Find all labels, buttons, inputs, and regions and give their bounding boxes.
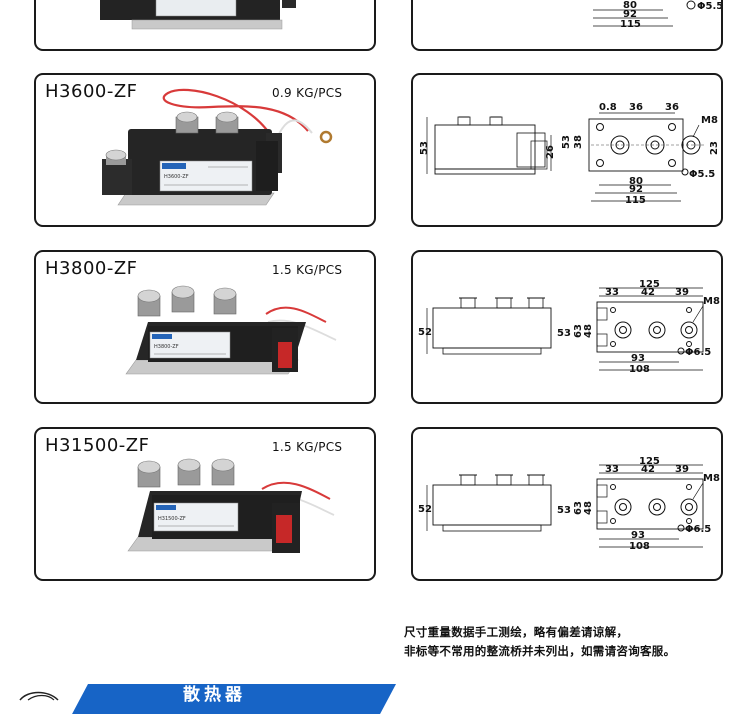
dim-top-115: 115 xyxy=(620,19,641,30)
model-name-h3600: H3600-ZF xyxy=(45,81,138,102)
dim-h31500-left: 52 xyxy=(418,504,432,515)
dim-h3600-top-2: 36 xyxy=(665,102,679,113)
dim-h3800-top-0: 33 xyxy=(605,287,619,298)
dim-h31500-side-1: 63 xyxy=(573,501,584,515)
dim-h3800-bottom-1: 108 xyxy=(629,364,650,375)
dim-h3600-side-c: 38 xyxy=(573,135,584,149)
product-panel-top xyxy=(34,0,376,51)
dim-h31500-top-1: 42 xyxy=(641,464,655,475)
dim-h3800-top-1: 42 xyxy=(641,287,655,298)
product-photo-top xyxy=(100,0,296,30)
drawing-panel-h3800: 52 125 33 42 39 M8 53 63 48 93 108 Φ6.5 xyxy=(411,250,723,404)
dim-h3600-left: 53 xyxy=(419,141,430,155)
dim-top-80: 80 xyxy=(623,0,637,11)
drawing-panel-top: 80 92 115 Φ5.5 xyxy=(411,0,723,51)
product-photo-h3600: H3600-ZF xyxy=(102,88,333,206)
dim-h3800-side-2: 48 xyxy=(583,324,594,338)
photo-label-h3600: H3600-ZF xyxy=(164,174,189,180)
dim-h31500-bottom-0: 93 xyxy=(631,530,645,541)
dimension-drawing-h3600: 53 26 53 38 0.8 36 36 M8 23 80 92 115 xyxy=(419,102,720,206)
dim-h31500-side-0: 53 xyxy=(557,505,571,516)
weight-h31500: 1.5 KG/PCS xyxy=(272,440,343,454)
product-panel-h3600: H3600-ZF 0.9 KG/PCS H3600-ZF xyxy=(34,73,376,227)
weight-h3800: 1.5 KG/PCS xyxy=(272,263,343,277)
photo-label-h31500: H31500-ZF xyxy=(158,516,186,522)
note-line-2: 非标等不常用的整流桥并未列出，如需请咨询客服。 xyxy=(404,644,676,658)
dim-h3800-bottom-0: 93 xyxy=(631,353,645,364)
dim-h3600-top-0: 0.8 xyxy=(599,102,617,113)
heatsink-logo-icon xyxy=(19,691,59,701)
product-photo-h3800: H3800-ZF xyxy=(125,285,337,375)
dim-h31500-total: 125 xyxy=(639,456,660,467)
dim-h3600-bottom-2: 115 xyxy=(625,195,646,206)
dim-h3600-top-1: 36 xyxy=(629,102,643,113)
dimension-drawing-top: 80 92 115 Φ5.5 xyxy=(593,0,723,30)
photo-label-h3800: H3800-ZF xyxy=(154,344,179,350)
dim-h3600-hole: Φ5.5 xyxy=(689,169,715,180)
product-panel-h3800: H3800-ZF 1.5 KG/PCS H3800-ZF xyxy=(34,250,376,404)
note-line-1: 尺寸重量数据手工测绘，略有偏差请谅解， xyxy=(404,625,629,639)
weight-h3600: 0.9 KG/PCS xyxy=(272,86,343,100)
dim-h3800-top-2: 39 xyxy=(675,287,689,298)
dim-h3800-left: 52 xyxy=(418,327,432,338)
dim-top-hole: Φ5.5 xyxy=(697,1,723,12)
dim-h31500-top-2: 39 xyxy=(675,464,689,475)
product-panel-h31500: H31500-ZF 1.5 KG/PCS H31500-ZF xyxy=(34,427,376,581)
dim-h3600-thread: M8 xyxy=(701,115,718,126)
dim-h31500-bottom-1: 108 xyxy=(629,541,650,552)
dim-h31500-top-0: 33 xyxy=(605,464,619,475)
drawing-panel-h31500: 52 125 33 42 39 M8 53 63 48 93 108 Φ6.5 xyxy=(411,427,723,581)
dimension-drawing-h31500: 52 125 33 42 39 M8 53 63 48 93 108 Φ6.5 xyxy=(418,456,720,552)
dim-h3800-side-1: 63 xyxy=(573,324,584,338)
model-name-h3800: H3800-ZF xyxy=(45,258,138,279)
product-photo-h31500: H31500-ZF xyxy=(127,458,335,553)
dim-h3600-bottom-1: 92 xyxy=(629,184,643,195)
dim-h3600-side-b: 53 xyxy=(561,135,572,149)
dim-h31500-thread: M8 xyxy=(703,473,720,484)
dim-h3800-hole: Φ6.5 xyxy=(685,347,711,358)
drawing-panel-h3600: 53 26 53 38 0.8 36 36 M8 23 80 92 115 xyxy=(411,73,723,227)
dim-h3800-total: 125 xyxy=(639,279,660,290)
dimension-drawing-h3800: 52 125 33 42 39 M8 53 63 48 93 108 Φ6.5 xyxy=(418,279,720,375)
dim-h31500-hole: Φ6.5 xyxy=(685,524,711,535)
dim-h3600-bottom-0: 80 xyxy=(629,176,643,187)
dim-top-92: 92 xyxy=(623,9,637,20)
dim-h3800-thread: M8 xyxy=(703,296,720,307)
dim-h3600-side-a: 26 xyxy=(545,145,556,159)
model-name-h31500: H31500-ZF xyxy=(45,435,150,456)
dim-h31500-side-2: 48 xyxy=(583,501,594,515)
dim-h3800-side-0: 53 xyxy=(557,328,571,339)
dim-h3600-right: 23 xyxy=(709,141,720,155)
section-banner-title: 散热器 xyxy=(183,685,246,705)
